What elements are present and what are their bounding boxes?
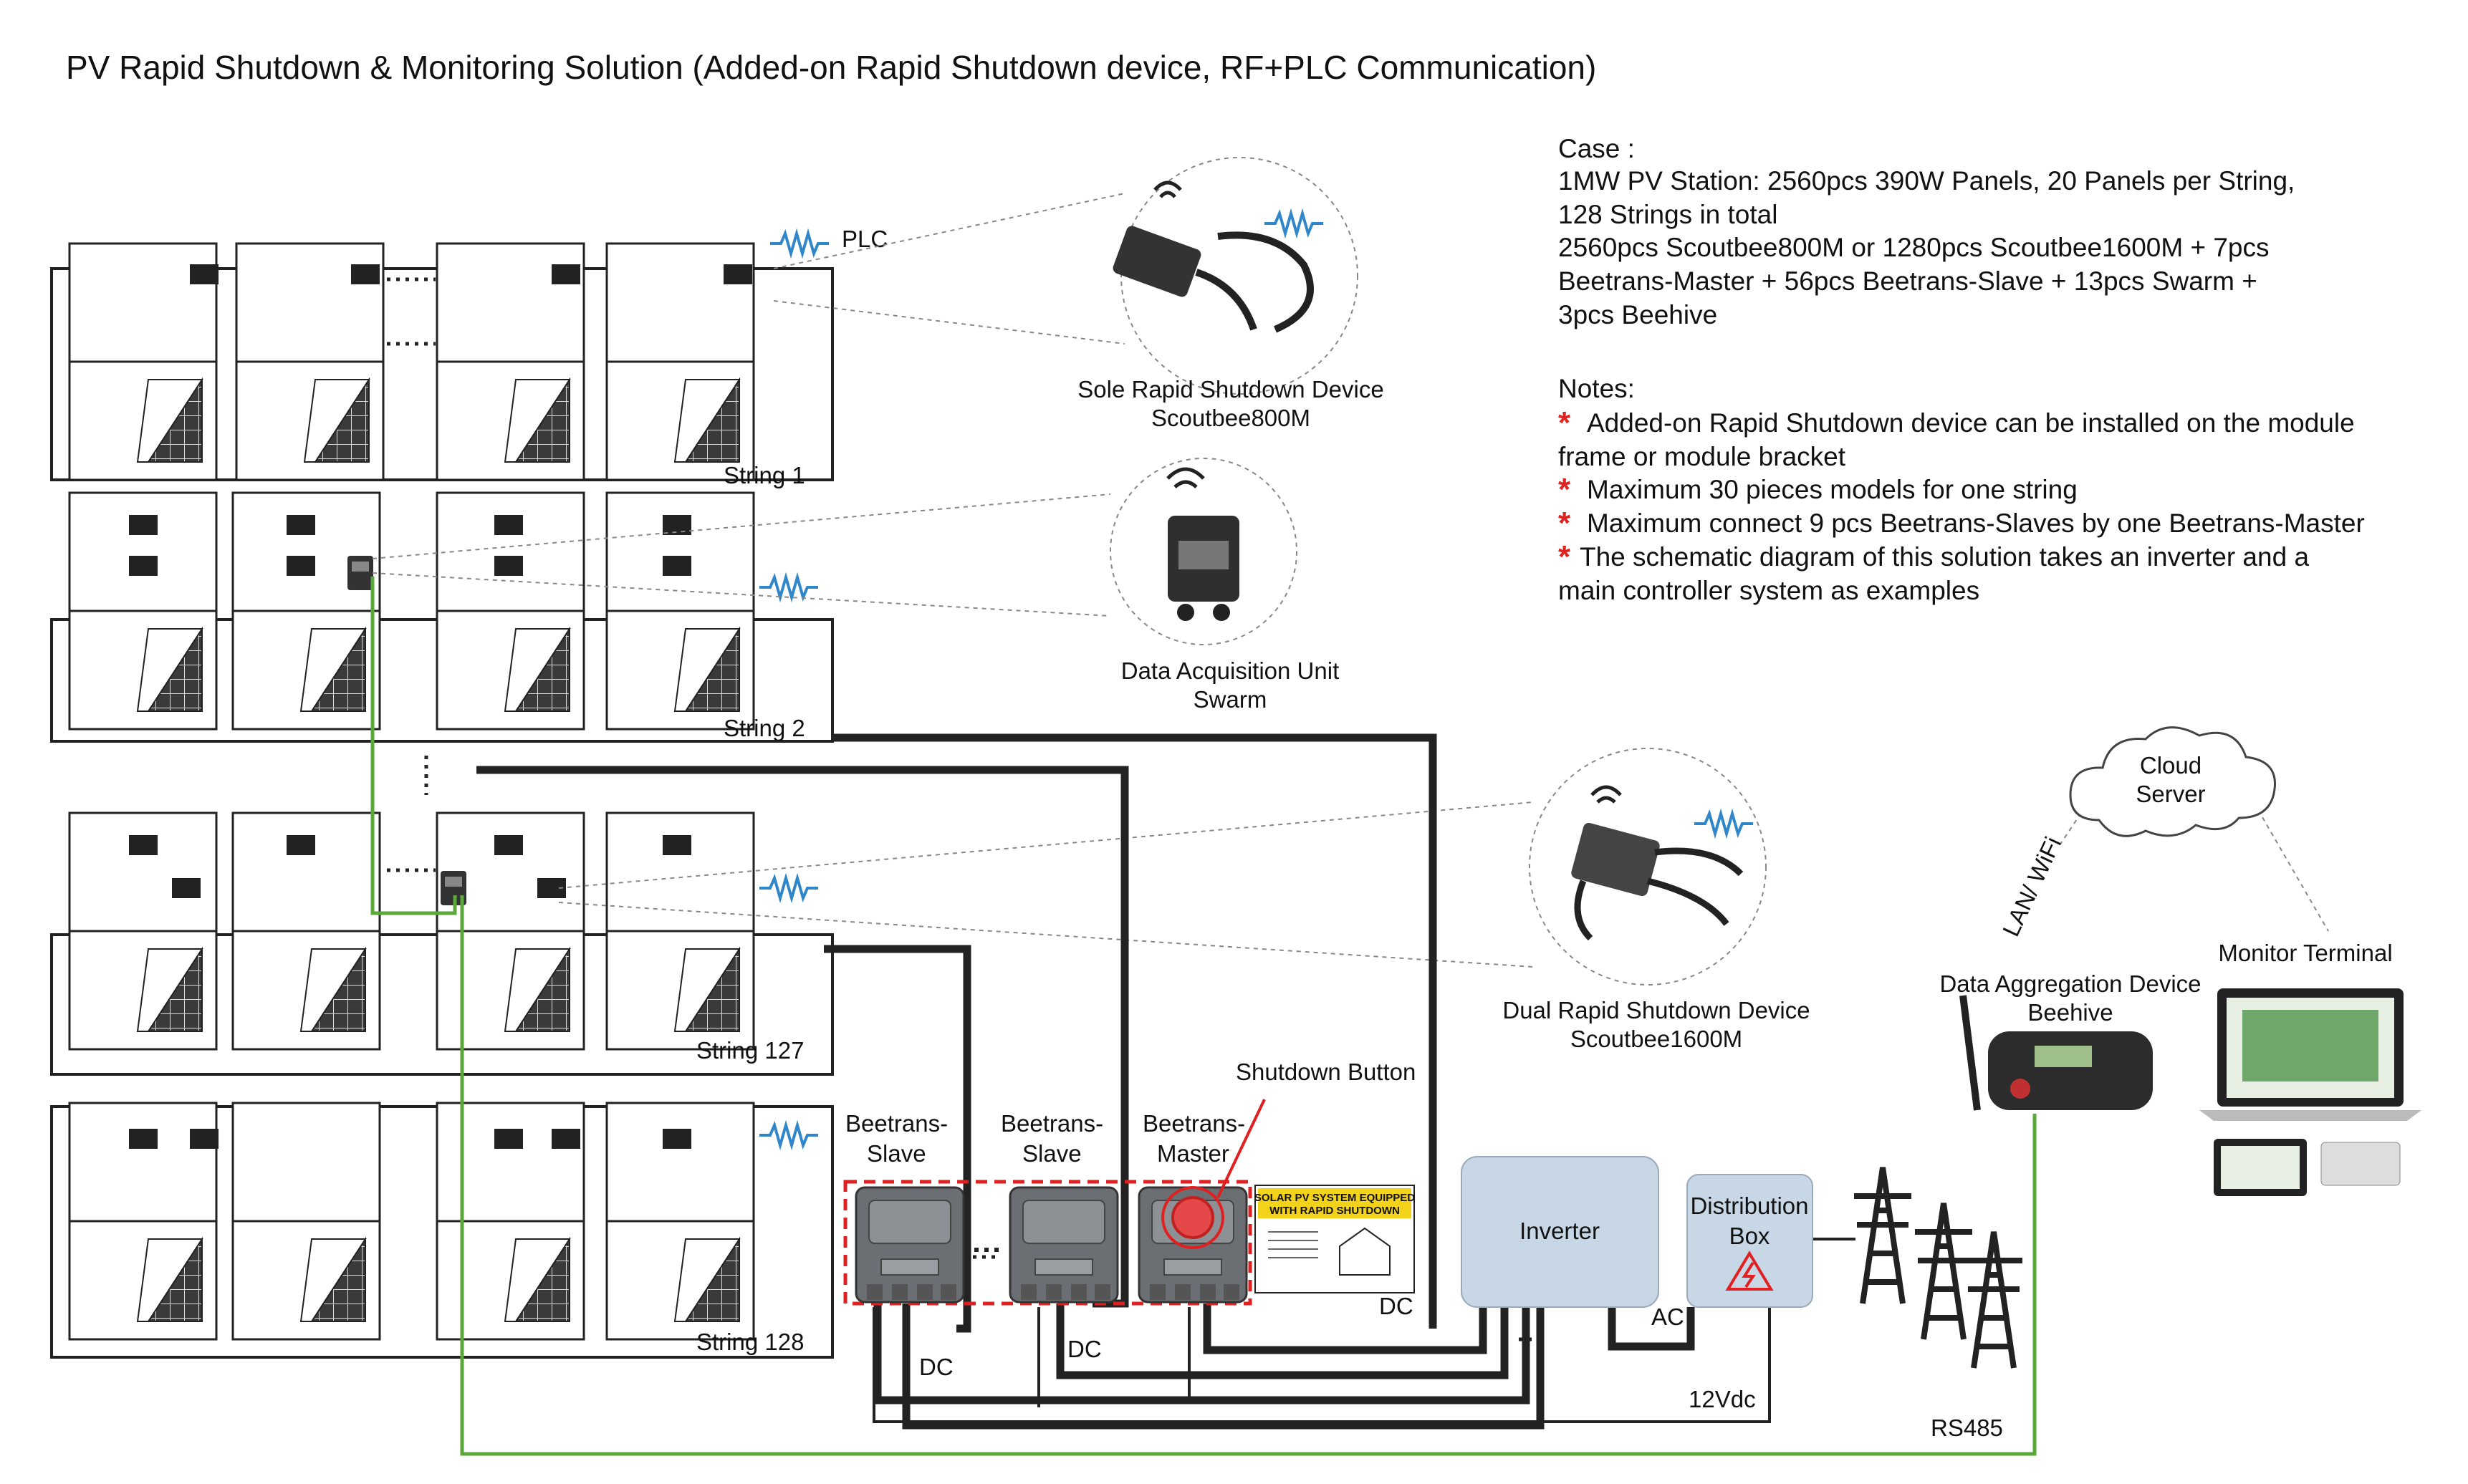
inverter-label: Inverter <box>1519 1218 1600 1244</box>
string-128-panels <box>68 1102 755 1341</box>
rs485-wire <box>370 577 2037 1456</box>
distribution-box <box>1686 1174 1813 1308</box>
string-2-label: String 2 <box>724 715 805 741</box>
sole-device-label-2: Scoutbee800M <box>1151 405 1310 431</box>
cloud-server-icon <box>2069 726 2276 837</box>
string-128-label: String 128 <box>696 1329 804 1355</box>
beetrans-master-label: Master <box>1157 1140 1229 1167</box>
dc-label: DC <box>1379 1293 1413 1319</box>
control-wiring <box>873 1238 1855 1423</box>
note-star-icon: * <box>1558 539 1571 574</box>
note-line: Maximum connect 9 pcs Beetrans-Slaves by… <box>1587 509 2365 538</box>
shutdown-pointer <box>1216 1099 1266 1198</box>
case-line: 1MW PV Station: 2560pcs 390W Panels, 20 … <box>1558 166 2295 196</box>
swarm-mini-icon <box>347 556 373 590</box>
beetrans-master-label: Beetrans- <box>1143 1110 1245 1137</box>
beetrans-slave-2-label: Beetrans- <box>1001 1110 1103 1137</box>
dc-label: DC <box>1067 1336 1102 1362</box>
note-line: main controller system as examples <box>1558 576 1979 605</box>
case-line: 3pcs Beehive <box>1558 300 1717 329</box>
note-star-icon: * <box>1558 405 1571 440</box>
notes-block: Notes: * Added-on Rapid Shutdown device … <box>1558 374 2365 605</box>
high-voltage-icon <box>1725 1251 1774 1291</box>
cloud-label: Server <box>2136 781 2205 807</box>
note-star-icon: * <box>1558 506 1571 541</box>
distribution-label: Distribution <box>1690 1192 1808 1219</box>
swarm-label-1: Data Acquisition Unit <box>1121 657 1340 684</box>
scoutbee1600m-icon <box>1571 785 1744 941</box>
string-1-label: String 1 <box>724 462 805 488</box>
beehive-label: Data Aggregation Device <box>1939 970 2201 997</box>
dc-wiring <box>476 733 1695 1430</box>
case-block: Case : 1MW PV Station: 2560pcs 390W Pane… <box>1558 134 2295 329</box>
lan-wifi-label: LAN/ WiFi <box>1997 833 2066 940</box>
power-pylon-icon <box>1854 1167 1911 1304</box>
monitor-terminal-label: Monitor Terminal <box>2218 940 2392 966</box>
sign-header: WITH RAPID SHUTDOWN <box>1269 1205 1400 1217</box>
dc-label: DC <box>919 1354 954 1380</box>
scoutbee800m-icon <box>1113 180 1314 333</box>
string-127-panels <box>68 811 755 1051</box>
distribution-label: Box <box>1729 1223 1770 1249</box>
case-line: Beetrans-Master + 56pcs Beetrans-Slave +… <box>1558 266 2257 296</box>
dual-device-label-1: Dual Rapid Shutdown Device <box>1502 997 1810 1023</box>
beetrans-slave-2-icon <box>1009 1186 1119 1304</box>
beetrans-slave-1-icon <box>855 1186 965 1304</box>
page-title: PV Rapid Shutdown & Monitoring Solution … <box>66 49 1596 86</box>
beetrans-slave-1-label: Beetrans- <box>845 1110 948 1137</box>
swarm-icon <box>1166 467 1239 621</box>
power-pylon-icon <box>1965 1232 2022 1368</box>
swarm-label-2: Swarm <box>1194 686 1267 713</box>
12vdc-label: 12Vdc <box>1689 1386 1756 1412</box>
cloud-label: Cloud <box>2140 752 2201 779</box>
note-line: The schematic diagram of this solution t… <box>1580 542 2309 572</box>
sign-header: SOLAR PV SYSTEM EQUIPPED <box>1254 1192 1415 1204</box>
string-1-panels <box>68 242 755 481</box>
shutdown-button-label: Shutdown Button <box>1236 1059 1416 1085</box>
case-line: 2560pcs Scoutbee800M or 1280pcs Scoutbee… <box>1558 233 2270 262</box>
note-line: frame or module bracket <box>1558 442 1846 471</box>
power-pylon-icon <box>1915 1203 1972 1339</box>
string-2-panels <box>68 491 755 731</box>
note-line: Added-on Rapid Shutdown device can be in… <box>1587 408 2355 438</box>
beehive-label: Beehive <box>2027 999 2113 1026</box>
notes-heading: Notes: <box>1558 374 1635 403</box>
plc-wave-icons <box>759 208 1753 1151</box>
case-heading: Case : <box>1558 134 1635 163</box>
beehive-icon <box>1959 995 2153 1111</box>
rapid-shutdown-sign: SOLAR PV SYSTEM EQUIPPED WITH RAPID SHUT… <box>1254 1185 1415 1293</box>
dual-device-label-2: Scoutbee1600M <box>1570 1026 1742 1052</box>
beetrans-slave-2-label: Slave <box>1022 1140 1082 1167</box>
monitor-terminal-icon <box>2199 988 2421 1196</box>
string-127-label: String 127 <box>696 1037 804 1064</box>
note-star-icon: * <box>1558 472 1571 507</box>
beetrans-group-outline <box>843 1180 1252 1306</box>
ac-label: AC <box>1651 1304 1684 1330</box>
shutdown-highlight <box>1161 1186 1224 1249</box>
note-line: Maximum 30 pieces models for one string <box>1587 475 2078 504</box>
plc-label: PLC <box>842 226 888 252</box>
callout-lines <box>372 157 2329 986</box>
case-line: 128 Strings in total <box>1558 200 1777 229</box>
sole-device-label-1: Sole Rapid Shutdown Device <box>1077 376 1383 403</box>
rs485-label: RS485 <box>1931 1415 2003 1441</box>
shutdown-button-icon <box>1171 1196 1214 1239</box>
inverter-box <box>1461 1156 1659 1308</box>
beetrans-slave-1-label: Slave <box>867 1140 926 1167</box>
